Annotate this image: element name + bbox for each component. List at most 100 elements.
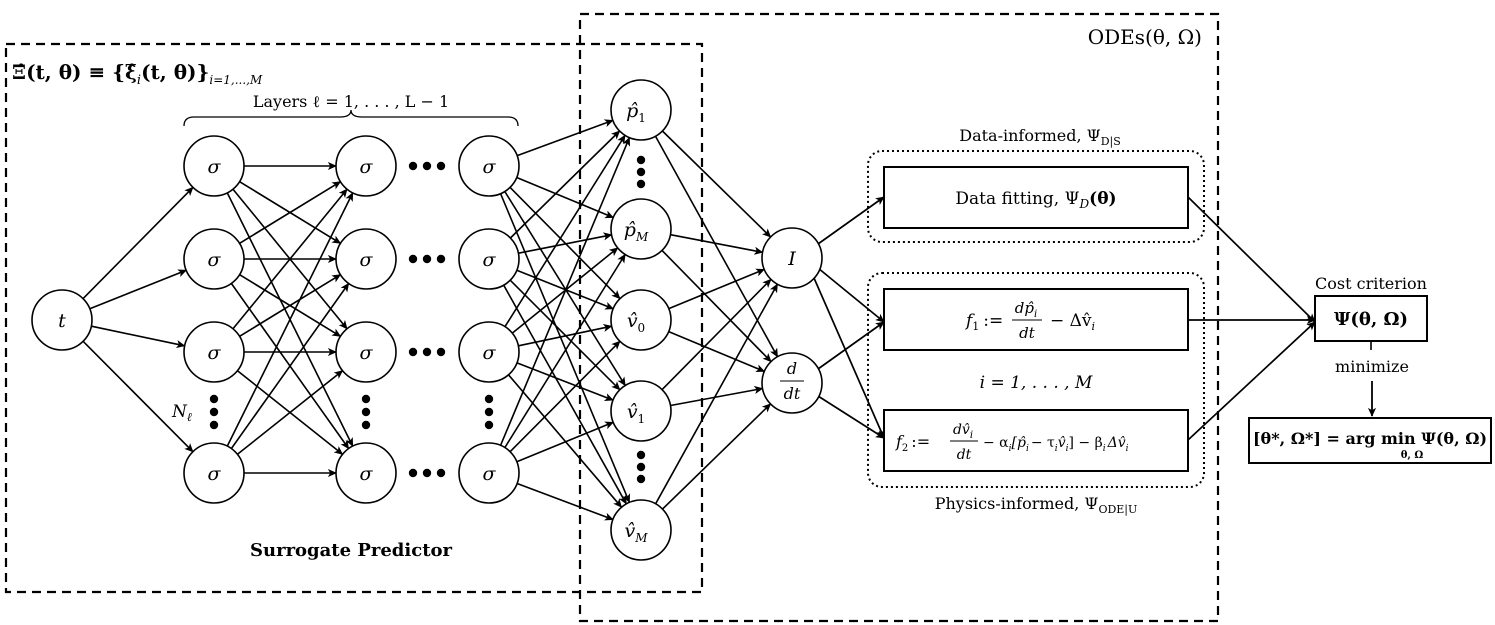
cost-expression: Ψ(θ, Ω)	[1334, 309, 1408, 330]
output-edge	[516, 421, 615, 463]
hidden-node: σ	[458, 321, 520, 383]
f1-equation: f1:= dp̂i dt − Δv̂i	[964, 299, 1095, 342]
data-fitting-to-cost	[1187, 196, 1316, 323]
output-node-vM: v̂M	[610, 499, 672, 561]
surrogate-header: Ξ̂(t, θ) ≡ {ξ̂i(t, θ)}i=1,...,M	[12, 60, 263, 88]
hidden-layer-last: σ σ σ σ	[458, 135, 520, 504]
svg-text:v̂0: v̂0	[627, 310, 645, 335]
hidden-node: σ	[335, 321, 397, 383]
operator-edge	[668, 330, 766, 373]
optimum-box	[1248, 417, 1492, 464]
data-informed-group	[867, 150, 1205, 243]
output-edge	[509, 340, 621, 453]
output-edge	[499, 193, 631, 504]
svg-text:σ: σ	[360, 342, 374, 364]
output-edge	[518, 323, 613, 347]
operator-edge	[654, 283, 779, 505]
svg-text:σ: σ	[208, 463, 222, 485]
hidden-node: σ	[458, 228, 520, 290]
hidden-node: σ	[183, 228, 245, 290]
svg-text:σ: σ	[483, 249, 497, 271]
output-edge	[516, 482, 614, 521]
svg-text:t: t	[58, 310, 66, 332]
input-edge	[82, 186, 194, 300]
hidden-edge	[237, 370, 344, 455]
operator-edge	[668, 268, 766, 310]
output-edge	[507, 374, 623, 508]
svg-text:− Δv̂i: − Δv̂i	[1050, 311, 1095, 333]
svg-text:dv̂i: dv̂i	[953, 422, 973, 441]
hidden-edge	[232, 188, 348, 330]
identity-operator-node: I	[761, 227, 823, 289]
horizontal-ellipsis-dots	[408, 161, 446, 478]
operator-edge	[661, 403, 772, 510]
input-edge	[89, 269, 188, 310]
svg-text:σ: σ	[360, 156, 374, 178]
svg-text:f1:=: f1:=	[964, 311, 1003, 333]
input-edge	[91, 325, 186, 349]
argmin-subscript: θ, Ω	[1401, 450, 1424, 461]
operator-edge	[654, 135, 779, 358]
svg-text:dt: dt	[957, 447, 972, 463]
hidden-edge	[226, 192, 354, 447]
identity-to-f1	[817, 267, 885, 323]
output-edge	[504, 191, 626, 387]
output-edge	[516, 119, 614, 157]
input-edge	[82, 340, 194, 453]
hidden-node: σ	[183, 135, 245, 197]
svg-text:σ: σ	[208, 156, 222, 178]
hidden-node: σ	[335, 442, 397, 504]
output-edge	[509, 130, 621, 239]
hidden-node: σ	[335, 228, 397, 290]
svg-text:dt: dt	[784, 384, 801, 403]
hidden-node: σ	[458, 442, 520, 504]
svg-text:σ: σ	[360, 249, 374, 271]
output-edge	[504, 134, 626, 328]
physics-informed-group	[867, 272, 1205, 488]
derivative-to-f1	[817, 321, 885, 370]
operator-edge	[661, 249, 772, 363]
svg-text:dp̂i: dp̂i	[1015, 299, 1037, 320]
svg-text:σ: σ	[483, 156, 497, 178]
f2-to-cost	[1187, 321, 1316, 441]
output-edge	[509, 279, 621, 391]
output-edge	[504, 253, 626, 448]
f2-box	[883, 409, 1189, 472]
input-node-t: t	[31, 289, 93, 351]
odes-title: ODEs(θ, Ω)	[1088, 25, 1202, 49]
odes-frame	[578, 12, 1220, 623]
index-range-label: i = 1, . . . , M	[980, 373, 1093, 393]
derivative-operator-node: d dt	[761, 352, 823, 414]
output-node-v0: v̂0	[610, 289, 672, 351]
hidden-node: σ	[458, 135, 520, 197]
data-fitting-label: Data fitting, ΨD(θ)	[955, 189, 1116, 211]
hidden-node: σ	[183, 321, 245, 383]
svg-text:dt: dt	[1019, 324, 1036, 342]
svg-text:σ: σ	[483, 463, 497, 485]
hidden-edge	[239, 274, 342, 337]
layers-brace	[183, 109, 519, 127]
data-fitting-box	[883, 166, 1189, 229]
layers-label: Layers ℓ = 1, . . . , L − 1	[253, 92, 449, 111]
network-edges	[82, 119, 1316, 521]
output-edge	[516, 176, 615, 219]
operator-edge	[661, 130, 772, 238]
hidden-node: σ	[183, 442, 245, 504]
operator-edge	[670, 233, 764, 255]
svg-text:σ: σ	[208, 342, 222, 364]
derivative-to-f2	[817, 395, 885, 439]
svg-text:v̂M: v̂M	[624, 520, 648, 545]
vertical-ellipsis-dots	[209, 155, 646, 484]
svg-text:p̂1: p̂1	[626, 100, 646, 125]
svg-text:f2:=: f2:=	[895, 432, 930, 454]
svg-text:σ: σ	[483, 342, 497, 364]
hidden-edge	[239, 181, 342, 244]
minimize-label: minimize	[1335, 357, 1409, 376]
data-informed-label: Data-informed, ΨD|S	[959, 126, 1121, 149]
svg-text:d: d	[787, 359, 797, 378]
svg-text:v̂1: v̂1	[627, 401, 645, 426]
svg-text:p̂M: p̂M	[624, 219, 649, 244]
